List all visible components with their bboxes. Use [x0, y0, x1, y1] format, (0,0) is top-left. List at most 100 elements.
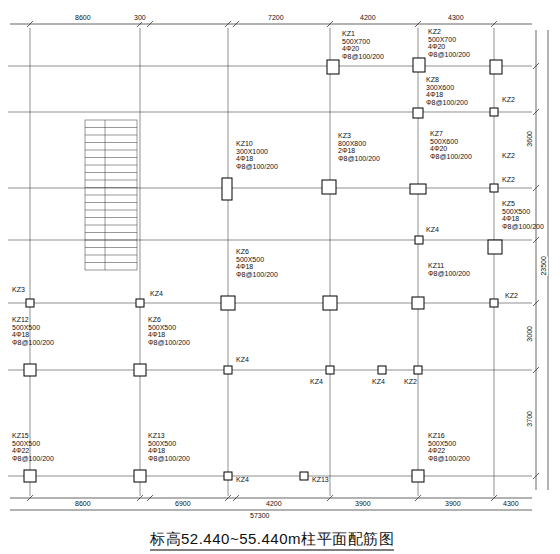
- dimension-text: 4300: [503, 500, 519, 508]
- column-section: [326, 366, 334, 374]
- column-mark: KZ2: [502, 176, 515, 184]
- dimension-tick: [147, 495, 153, 501]
- column-mark: KZ16 500X500 4Φ22 Φ8@100/200: [428, 432, 468, 463]
- axis-line: [494, 28, 495, 496]
- dimension-text: 23500: [540, 256, 548, 275]
- dimension-text: 3600: [526, 131, 534, 147]
- dimension-tick: [533, 109, 539, 115]
- axis-line: [330, 28, 331, 496]
- table-row: [85, 240, 137, 241]
- column-mark: KZ4: [150, 290, 163, 298]
- table-row: [85, 150, 137, 151]
- dimension-tick: [137, 495, 143, 501]
- column-section: [412, 470, 424, 482]
- column-mark: KZ12 500X500 4Φ18 Φ8@100/200: [12, 316, 52, 347]
- table-row: [85, 127, 137, 128]
- dimension-line: [10, 24, 532, 25]
- dimension-tick: [233, 495, 239, 501]
- column-section: [134, 470, 146, 482]
- dimension-text: 4300: [448, 14, 464, 22]
- column-mark: KZ1 500X700 4Φ20 Φ8@100/200: [342, 30, 382, 61]
- dimension-tick: [533, 300, 539, 306]
- column-section: [410, 184, 426, 194]
- column-mark: KZ11 Φ8@100/200: [428, 262, 468, 277]
- column-mark: KZ7 500X600 4Φ20 Φ8@100/200: [430, 130, 470, 161]
- dimension-tick: [533, 473, 539, 479]
- dimension-line: [10, 498, 532, 499]
- dimension-tick: [533, 237, 539, 243]
- axis-line: [30, 28, 31, 496]
- table-row: [85, 165, 137, 166]
- dimension-tick: [27, 21, 33, 27]
- axis-line: [228, 28, 229, 496]
- table-row: [85, 180, 137, 181]
- column-section: [412, 297, 424, 309]
- column-mark: KZ5 500X500 4Φ18 Φ8@100/200: [502, 200, 534, 231]
- column-mark: KZ2: [502, 96, 515, 104]
- dimension-text: 7200: [268, 14, 284, 22]
- axis-line: [8, 240, 532, 241]
- dimension-tick: [327, 495, 333, 501]
- column-mark: KZ13 500X500 4Φ18 Φ8@100/200: [148, 432, 188, 463]
- dimension-tick: [491, 495, 497, 501]
- dimension-tick: [225, 21, 231, 27]
- axis-line: [8, 303, 532, 304]
- axis-line: [8, 188, 532, 189]
- dimension-text: 6900: [175, 500, 191, 508]
- table-row: [85, 172, 137, 173]
- column-mark: KZ2: [404, 378, 417, 386]
- dimension-text: 4200: [360, 14, 376, 22]
- column-section: [415, 236, 423, 244]
- column-mark: KZ6 500X500 4Φ18 Φ8@100/200: [148, 316, 188, 347]
- dimension-text: 57300: [250, 512, 269, 520]
- column-section: [134, 364, 146, 376]
- drawing-title: 标高52.440~55.440m柱平面配筋图: [150, 530, 394, 549]
- column-mark: KZ2: [505, 292, 518, 300]
- column-mark: KZ10 300X1000 4Φ18 Φ8@100/200: [236, 140, 280, 171]
- dimension-tick: [233, 21, 239, 27]
- dimension-line: [10, 510, 532, 511]
- axis-line: [8, 370, 532, 371]
- column-mark: KZ15 500X500 4Φ22 Φ8@100/200: [12, 432, 52, 463]
- dimension-tick: [491, 21, 497, 27]
- column-section: [378, 366, 386, 374]
- dimension-text: 4200: [266, 500, 282, 508]
- axis-line: [8, 66, 532, 67]
- column-mark: KZ4: [426, 226, 439, 234]
- dimension-line: [548, 30, 549, 490]
- column-mark: KZ4: [236, 476, 249, 484]
- dimension-tick: [327, 21, 333, 27]
- column-section: [24, 470, 36, 482]
- column-mark: KZ4: [310, 378, 323, 386]
- table-col: [105, 120, 106, 270]
- column-section: [221, 296, 235, 310]
- column-section: [490, 299, 498, 307]
- column-section: [323, 296, 337, 310]
- table-row: [85, 135, 137, 136]
- table-row: [85, 202, 137, 203]
- dimension-tick: [415, 495, 421, 501]
- dimension-tick: [225, 495, 231, 501]
- table-row: [85, 247, 137, 248]
- column-mark: KZ2 500X700 4Φ20 Φ8@100/200: [428, 28, 468, 59]
- axis-line: [8, 112, 532, 113]
- level-table: [85, 120, 137, 270]
- dimension-text: 3000: [526, 326, 534, 342]
- column-section: [322, 180, 336, 194]
- dimension-text: 3900: [445, 500, 461, 508]
- column-section: [224, 366, 232, 374]
- dimension-text: 300: [134, 14, 146, 22]
- column-section: [224, 472, 232, 480]
- column-section: [490, 108, 498, 116]
- dimension-tick: [533, 367, 539, 373]
- dimension-tick: [27, 495, 33, 501]
- table-row: [85, 157, 137, 158]
- table-row: [85, 255, 137, 256]
- table-row: [85, 232, 137, 233]
- axis-line: [8, 476, 532, 477]
- column-section: [136, 299, 144, 307]
- column-mark: KZ3 800X800 2Φ18 Φ8@100/200: [338, 132, 378, 163]
- axis-line: [140, 28, 141, 496]
- column-section: [414, 366, 422, 374]
